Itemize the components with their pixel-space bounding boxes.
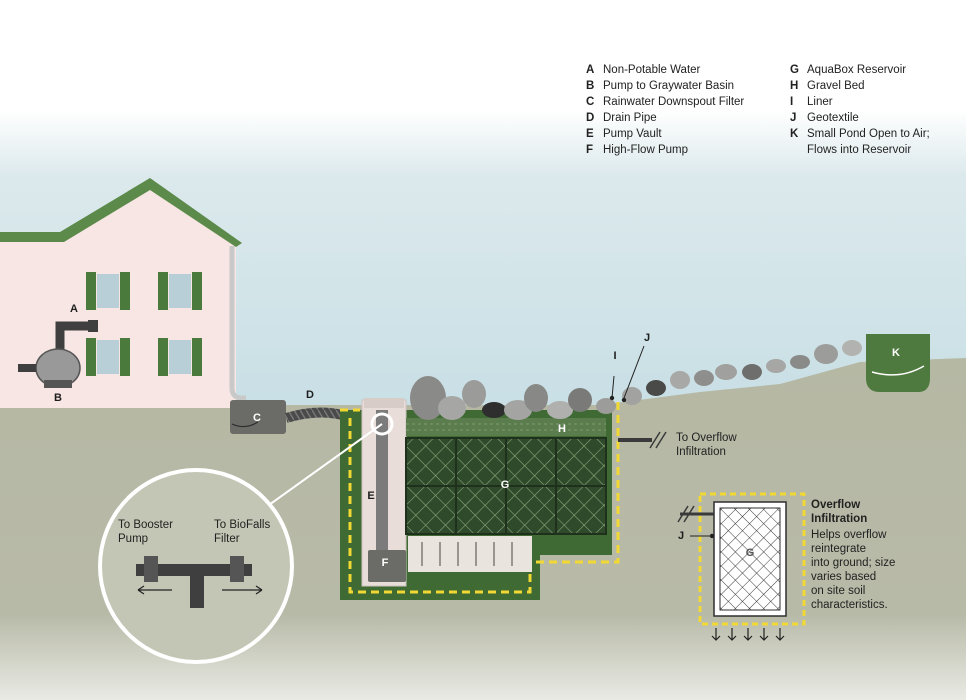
overflow-infiltration-title: Overflow Infiltration (811, 498, 867, 526)
downspout-filter (230, 400, 286, 434)
legend-text: Rainwater Downspout Filter (603, 96, 745, 108)
legend-key: G (790, 64, 799, 76)
callout-line: Helps overflow (811, 529, 887, 541)
legend-key: F (586, 144, 594, 156)
biofalls-filter-label: To BioFalls Filter (214, 518, 270, 546)
label-f: F (381, 557, 389, 569)
callout-line: Overflow (811, 499, 861, 511)
legend-text: Pump Vault (603, 128, 662, 140)
window (158, 338, 202, 376)
legend-text: Gravel Bed (807, 80, 865, 92)
callout-line: varies based (811, 571, 877, 583)
small-pond (866, 334, 930, 392)
callout-line: characteristics. (811, 599, 888, 611)
callout-line: Filter (214, 533, 240, 545)
legend-item: F High-Flow Pump (586, 142, 744, 158)
legend-item: D Drain Pipe (586, 110, 744, 126)
callout-line: reintegrate (811, 543, 866, 555)
legend-key: J (790, 112, 797, 124)
legend-item: K Small Pond Open to Air; (790, 126, 930, 142)
legend-text: Flows into Reservoir (807, 144, 912, 156)
legend-text: AquaBox Reservoir (807, 64, 907, 76)
callout-line: Infiltration (676, 446, 726, 458)
label-b: B (54, 392, 62, 404)
label-e: E (367, 490, 375, 502)
legend-key: C (586, 96, 595, 108)
overflow-infiltration-detail (677, 492, 806, 641)
legend-left: A Non-Potable Water B Pump to Graywater Ba… (586, 62, 744, 158)
legend-text: Non-Potable Water (603, 64, 701, 76)
legend-key (790, 142, 807, 158)
callout-line: To BioFalls (214, 519, 271, 531)
callout-line: To Booster (118, 519, 173, 531)
window (86, 272, 130, 310)
label-j-detail: J (677, 530, 685, 542)
legend-item: I Liner (790, 94, 930, 110)
legend-item: G AquaBox Reservoir (790, 62, 930, 78)
legend-key: I (790, 96, 794, 108)
legend-text: Geotextile (807, 112, 859, 124)
legend-item: E Pump Vault (586, 126, 744, 142)
label-a: A (70, 303, 78, 315)
overflow-infiltration-desc: Helps overflow reintegrate into ground; … (811, 528, 895, 612)
window (158, 272, 202, 310)
label-c: C (253, 412, 261, 424)
graywater-pump (18, 320, 98, 388)
legend-item: Flows into Reservoir (790, 142, 930, 158)
gravel-bed (406, 418, 606, 436)
legend-item: B Pump to Graywater Basin (586, 78, 744, 94)
callout-line: Pump (118, 533, 149, 545)
legend-item: H Gravel Bed (790, 78, 930, 94)
legend-text: Drain Pipe (603, 112, 657, 124)
label-j: J (643, 332, 651, 344)
legend-key: D (586, 112, 595, 124)
legend-text: High-Flow Pump (603, 144, 688, 156)
label-i: I (613, 350, 617, 362)
legend-text: Pump to Graywater Basin (603, 80, 735, 92)
callout-line: Infiltration (811, 513, 868, 525)
legend-key: K (790, 128, 799, 140)
legend-key: B (586, 80, 595, 92)
overflow-arrow-label: To Overflow Infiltration (676, 431, 737, 459)
label-h: H (558, 423, 566, 435)
label-g-detail: G (745, 547, 755, 559)
callout-line: into ground; size (811, 557, 896, 569)
high-flow-pump (368, 550, 406, 582)
window (86, 338, 130, 376)
legend-text: Small Pond Open to Air; (807, 128, 930, 140)
label-g: G (500, 479, 510, 491)
lower-reservoir (408, 536, 532, 572)
legend-key: H (790, 80, 799, 92)
rocks (410, 340, 862, 420)
pipe-detail-circle (98, 468, 294, 664)
legend-item: C Rainwater Downspout Filter (586, 94, 744, 110)
legend-item: A Non-Potable Water (586, 62, 744, 78)
legend-text: Liner (807, 96, 833, 108)
callout-line: on site soil (811, 585, 866, 597)
legend-item: J Geotextile (790, 110, 930, 126)
liner (348, 400, 620, 594)
label-k: K (892, 347, 900, 359)
label-d: D (306, 389, 314, 401)
legend-key: E (586, 128, 594, 140)
booster-pump-label: To Booster Pump (118, 518, 173, 546)
callout-line: To Overflow (676, 432, 737, 444)
legend-key: A (586, 64, 595, 76)
